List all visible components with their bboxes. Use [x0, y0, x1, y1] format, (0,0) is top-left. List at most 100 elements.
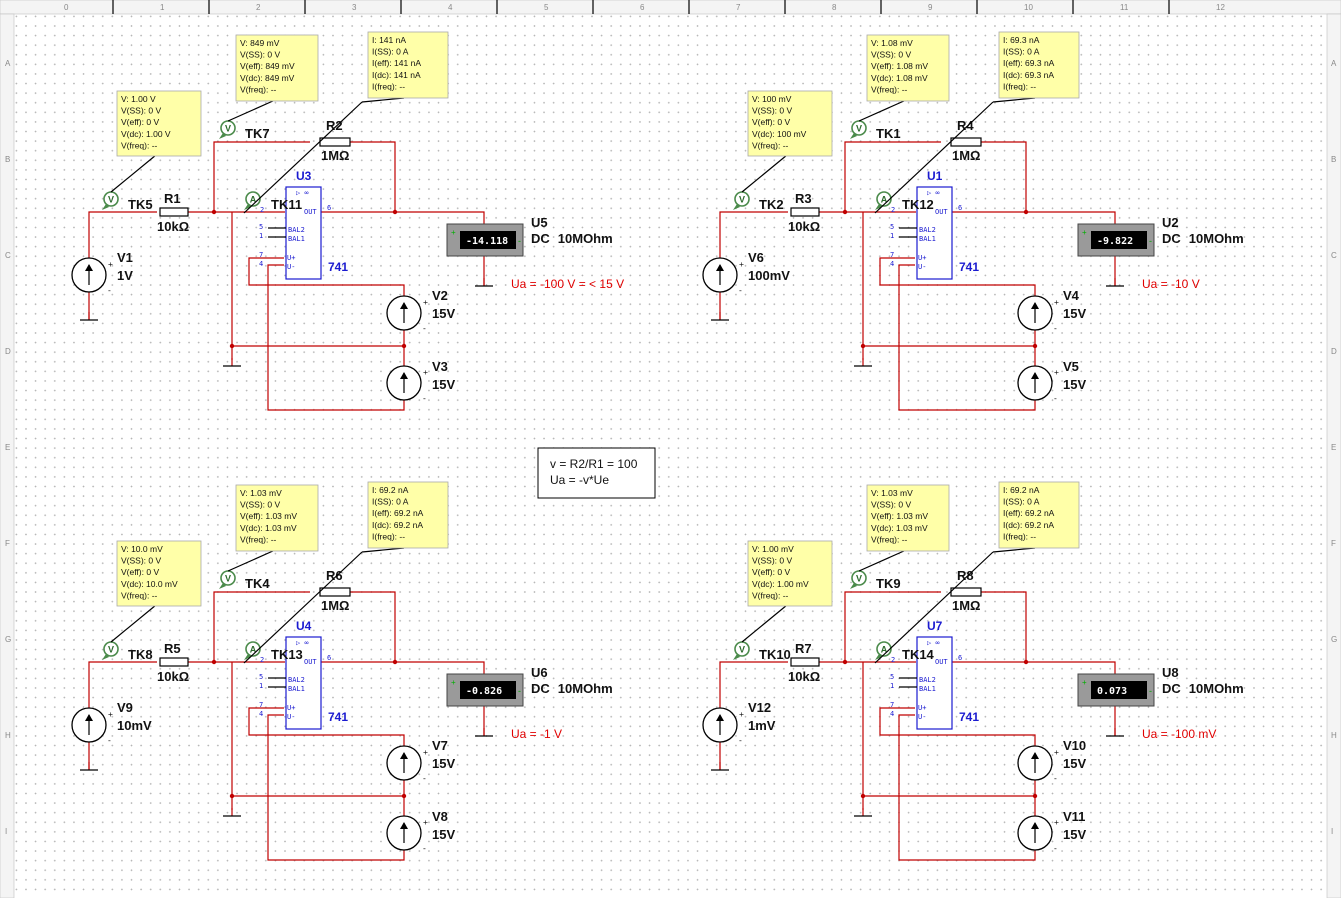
- tooltip-line: V: 1.00 mV: [752, 544, 794, 554]
- input-source[interactable]: +-: [702, 257, 744, 295]
- tooltip-input-probe[interactable]: V: 10.0 mVV(SS): 0 VV(eff): 0 VV(dc): 10…: [110, 540, 202, 643]
- probe-letter: V: [108, 645, 114, 655]
- probe-letter: A: [881, 645, 888, 655]
- ruler-label: A: [1331, 59, 1337, 68]
- current-probe[interactable]: A: [875, 641, 892, 660]
- resistor-name: R7: [795, 641, 812, 656]
- current-probe[interactable]: A: [244, 191, 261, 210]
- input-source-value: 1mV: [748, 718, 776, 733]
- voltage-probe-input[interactable]: V: [102, 641, 119, 660]
- supply-negative[interactable]: +-: [386, 815, 428, 853]
- minus-sign: -: [1054, 773, 1057, 783]
- supply-name: V5: [1063, 359, 1079, 374]
- tooltip-input-probe[interactable]: V: 100 mVV(SS): 0 VV(eff): 0 VV(dc): 100…: [741, 90, 833, 193]
- tooltip-line: V(dc): 1.03 mV: [240, 523, 297, 533]
- input-source[interactable]: +-: [71, 707, 113, 745]
- probe-tip-icon: [733, 654, 740, 660]
- opamp-name: U1: [927, 169, 943, 183]
- arrow-icon: [1031, 302, 1039, 309]
- probe-tip-icon: [875, 204, 882, 210]
- tooltip-line: V(dc): 100 mV: [752, 129, 807, 139]
- tooltip-feedback-probe[interactable]: V: 1.08 mVV(SS): 0 VV(eff): 1.08 mVV(dc)…: [858, 34, 950, 122]
- voltage-probe-feedback[interactable]: V: [850, 570, 867, 589]
- tooltip-current-probe[interactable]: I: 69.3 nAI(SS): 0 AI(eff): 69.3 nAI(dc)…: [992, 31, 1080, 103]
- supply-positive[interactable]: +-: [386, 745, 428, 783]
- ruler-label: F: [1331, 539, 1336, 548]
- probe-leader: [243, 101, 363, 214]
- tooltip-line: I(freq): --: [372, 531, 405, 541]
- input-source[interactable]: +-: [702, 707, 744, 745]
- ruler-label: I: [1331, 827, 1333, 836]
- tooltip-current-probe[interactable]: I: 69.2 nAI(SS): 0 AI(eff): 69.2 nAI(dc)…: [992, 481, 1080, 553]
- probe-tip-icon: [219, 133, 226, 139]
- supply-positive[interactable]: +-: [1017, 745, 1059, 783]
- opamp-name: U7: [927, 619, 943, 633]
- current-probe[interactable]: A: [244, 641, 261, 660]
- tooltip-line: V: 1.00 V: [121, 94, 156, 104]
- probe-tip-icon: [244, 654, 251, 660]
- resistor-name: R3: [795, 191, 812, 206]
- supply-value: 15V: [432, 377, 455, 392]
- tooltip-feedback-probe[interactable]: V: 1.03 mVV(SS): 0 VV(eff): 1.03 mVV(dc)…: [858, 484, 950, 572]
- resistor-icon: [319, 137, 351, 147]
- meter-impedance: 10MOhm: [1189, 681, 1244, 696]
- opamp-model: 741: [959, 710, 979, 724]
- arrow-icon: [1031, 822, 1039, 829]
- arrow-icon: [716, 714, 724, 721]
- plus-sign: +: [451, 678, 456, 687]
- plus-sign: +: [1054, 817, 1059, 827]
- supply-negative[interactable]: +-: [1017, 815, 1059, 853]
- meter-reading: -0.826: [466, 686, 502, 697]
- arrow-icon: [716, 264, 724, 271]
- voltage-probe-feedback[interactable]: V: [850, 120, 867, 139]
- result-annotation: Ua = -1 V: [511, 727, 562, 741]
- supply-negative[interactable]: +-: [1017, 365, 1059, 403]
- supply-positive[interactable]: +-: [386, 295, 428, 333]
- tooltip-feedback-probe[interactable]: V: 849 mVV(SS): 0 VV(eff): 849 mVV(dc): …: [227, 34, 319, 122]
- tooltip-current-probe[interactable]: I: 141 nAI(SS): 0 AI(eff): 141 nAI(dc): …: [361, 31, 449, 103]
- formula-note[interactable]: v = R2/R1 = 100 Ua = -v*Ue: [537, 447, 656, 499]
- input-source[interactable]: +-: [71, 257, 113, 295]
- tooltip-input-probe[interactable]: V: 1.00 mVV(SS): 0 VV(eff): 0 VV(dc): 1.…: [741, 540, 833, 643]
- voltage-probe-input[interactable]: V: [733, 641, 750, 660]
- supply-negative[interactable]: +-: [386, 365, 428, 403]
- voltage-probe-feedback[interactable]: V: [219, 570, 236, 589]
- ground-icon: [80, 762, 98, 771]
- voltage-probe-input[interactable]: V: [102, 191, 119, 210]
- voltage-probe-feedback[interactable]: V: [219, 120, 236, 139]
- junction-dot: [229, 343, 235, 349]
- supply-positive[interactable]: +-: [1017, 295, 1059, 333]
- probe-circle: [245, 191, 261, 207]
- tooltip-current-probe[interactable]: I: 69.2 nAI(SS): 0 AI(eff): 69.2 nAI(dc)…: [361, 481, 449, 553]
- voltage-probe-input[interactable]: V: [733, 191, 750, 210]
- tooltip-input-probe[interactable]: V: 1.00 VV(SS): 0 VV(eff): 0 VV(dc): 1.0…: [110, 90, 202, 193]
- ruler-label: 2: [256, 3, 261, 12]
- tooltip-feedback-probe[interactable]: V: 1.03 mVV(SS): 0 VV(eff): 1.03 mVV(dc)…: [227, 484, 319, 572]
- probe-leader: [227, 550, 274, 572]
- current-probe[interactable]: A: [875, 191, 892, 210]
- junction-dot: [401, 343, 407, 349]
- wire: [898, 714, 1036, 861]
- minus-sign: -: [1149, 686, 1152, 696]
- meter-mode: DC: [1162, 681, 1181, 696]
